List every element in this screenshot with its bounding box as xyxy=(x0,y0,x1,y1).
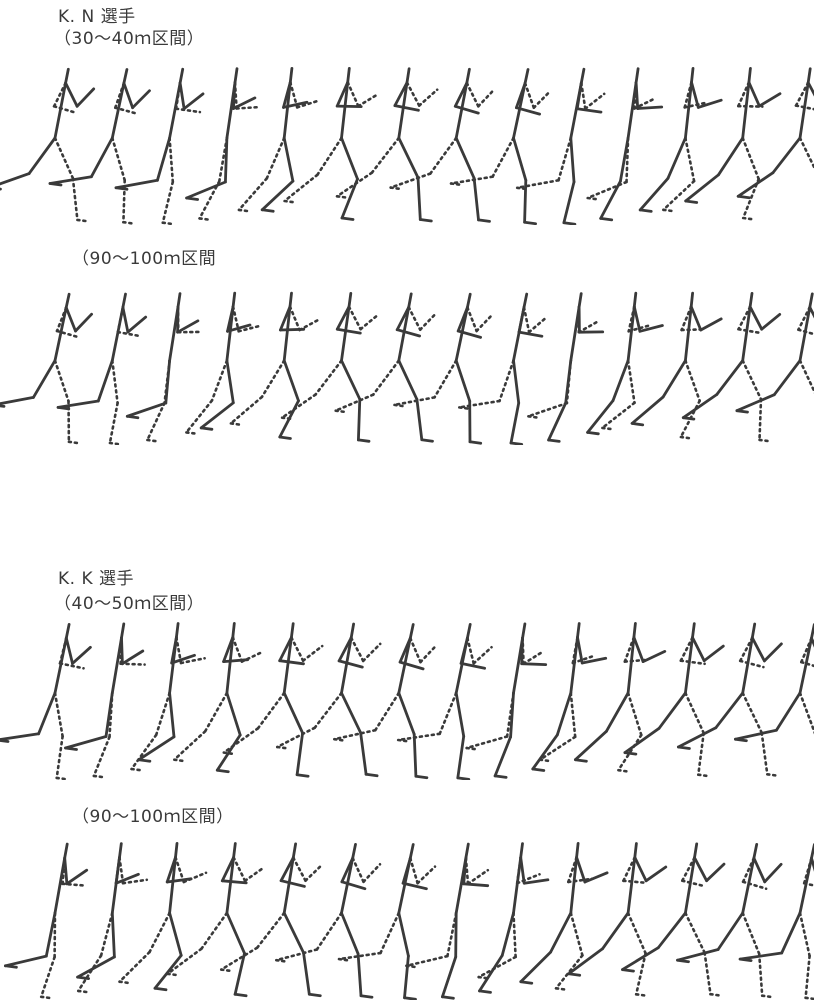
athlete-kk-name: K. K 選手 xyxy=(58,570,134,588)
athlete-kk-section-2-label: （90～100ｍ区間） xyxy=(72,808,234,826)
stick-figure xyxy=(398,624,491,779)
stick-figure xyxy=(174,623,263,771)
stick-figure xyxy=(533,624,606,771)
stick-figure xyxy=(337,69,437,221)
stick-figure xyxy=(0,624,90,779)
stick-figure xyxy=(285,68,379,219)
stick-figure xyxy=(282,293,378,441)
stick-figure xyxy=(5,844,86,998)
stick-figure xyxy=(625,624,723,777)
stick-figure xyxy=(588,293,663,434)
stick-figure xyxy=(339,845,435,1000)
stick-figure xyxy=(239,68,320,211)
stick-figure xyxy=(686,68,780,219)
athlete-kk-section-1-stick-figures xyxy=(0,615,814,780)
athlete-kk-section-1-label: （40～50ｍ区間） xyxy=(54,595,204,613)
stick-figure xyxy=(632,293,721,438)
athlete-kn-section-2-stick-figures xyxy=(0,285,814,445)
stick-figure xyxy=(467,624,546,778)
athlete-kk-section-2-stick-figures xyxy=(0,835,814,1000)
stick-figure xyxy=(521,843,607,989)
stick-figure xyxy=(575,623,664,771)
stick-figure xyxy=(66,624,145,778)
athlete-kn-section-1-stick-figures xyxy=(0,60,814,225)
athlete-kn-section-1-label: （30～40ｍ区間） xyxy=(54,30,204,48)
stick-figure xyxy=(168,844,265,996)
stick-figure xyxy=(186,293,261,434)
stick-figure xyxy=(132,624,205,771)
stick-figure xyxy=(221,844,322,996)
stick-figure xyxy=(224,624,322,777)
stick-figure xyxy=(517,69,604,224)
stick-figure xyxy=(479,844,548,993)
stick-figure xyxy=(78,844,147,993)
stick-figure xyxy=(231,293,320,438)
stick-figure xyxy=(0,69,94,221)
stick-figure xyxy=(407,844,488,998)
stick-figure xyxy=(569,844,666,996)
stick-figure xyxy=(120,843,206,989)
stick-figure xyxy=(528,294,602,442)
stick-figure xyxy=(127,294,201,442)
stick-figure xyxy=(395,294,493,443)
stick-figure xyxy=(116,69,203,224)
athlete-kn-name: K. N 選手 xyxy=(58,8,136,26)
stick-figure xyxy=(459,294,547,444)
stick-figure xyxy=(277,624,380,776)
stick-figure xyxy=(336,294,437,441)
stick-figure xyxy=(738,69,814,221)
stick-figure xyxy=(640,68,721,211)
athlete-kn-section-2-label: （90～100ｍ区間 xyxy=(72,250,216,268)
stick-figure xyxy=(0,294,92,443)
stick-figure xyxy=(683,293,779,441)
stick-figure xyxy=(678,624,781,776)
